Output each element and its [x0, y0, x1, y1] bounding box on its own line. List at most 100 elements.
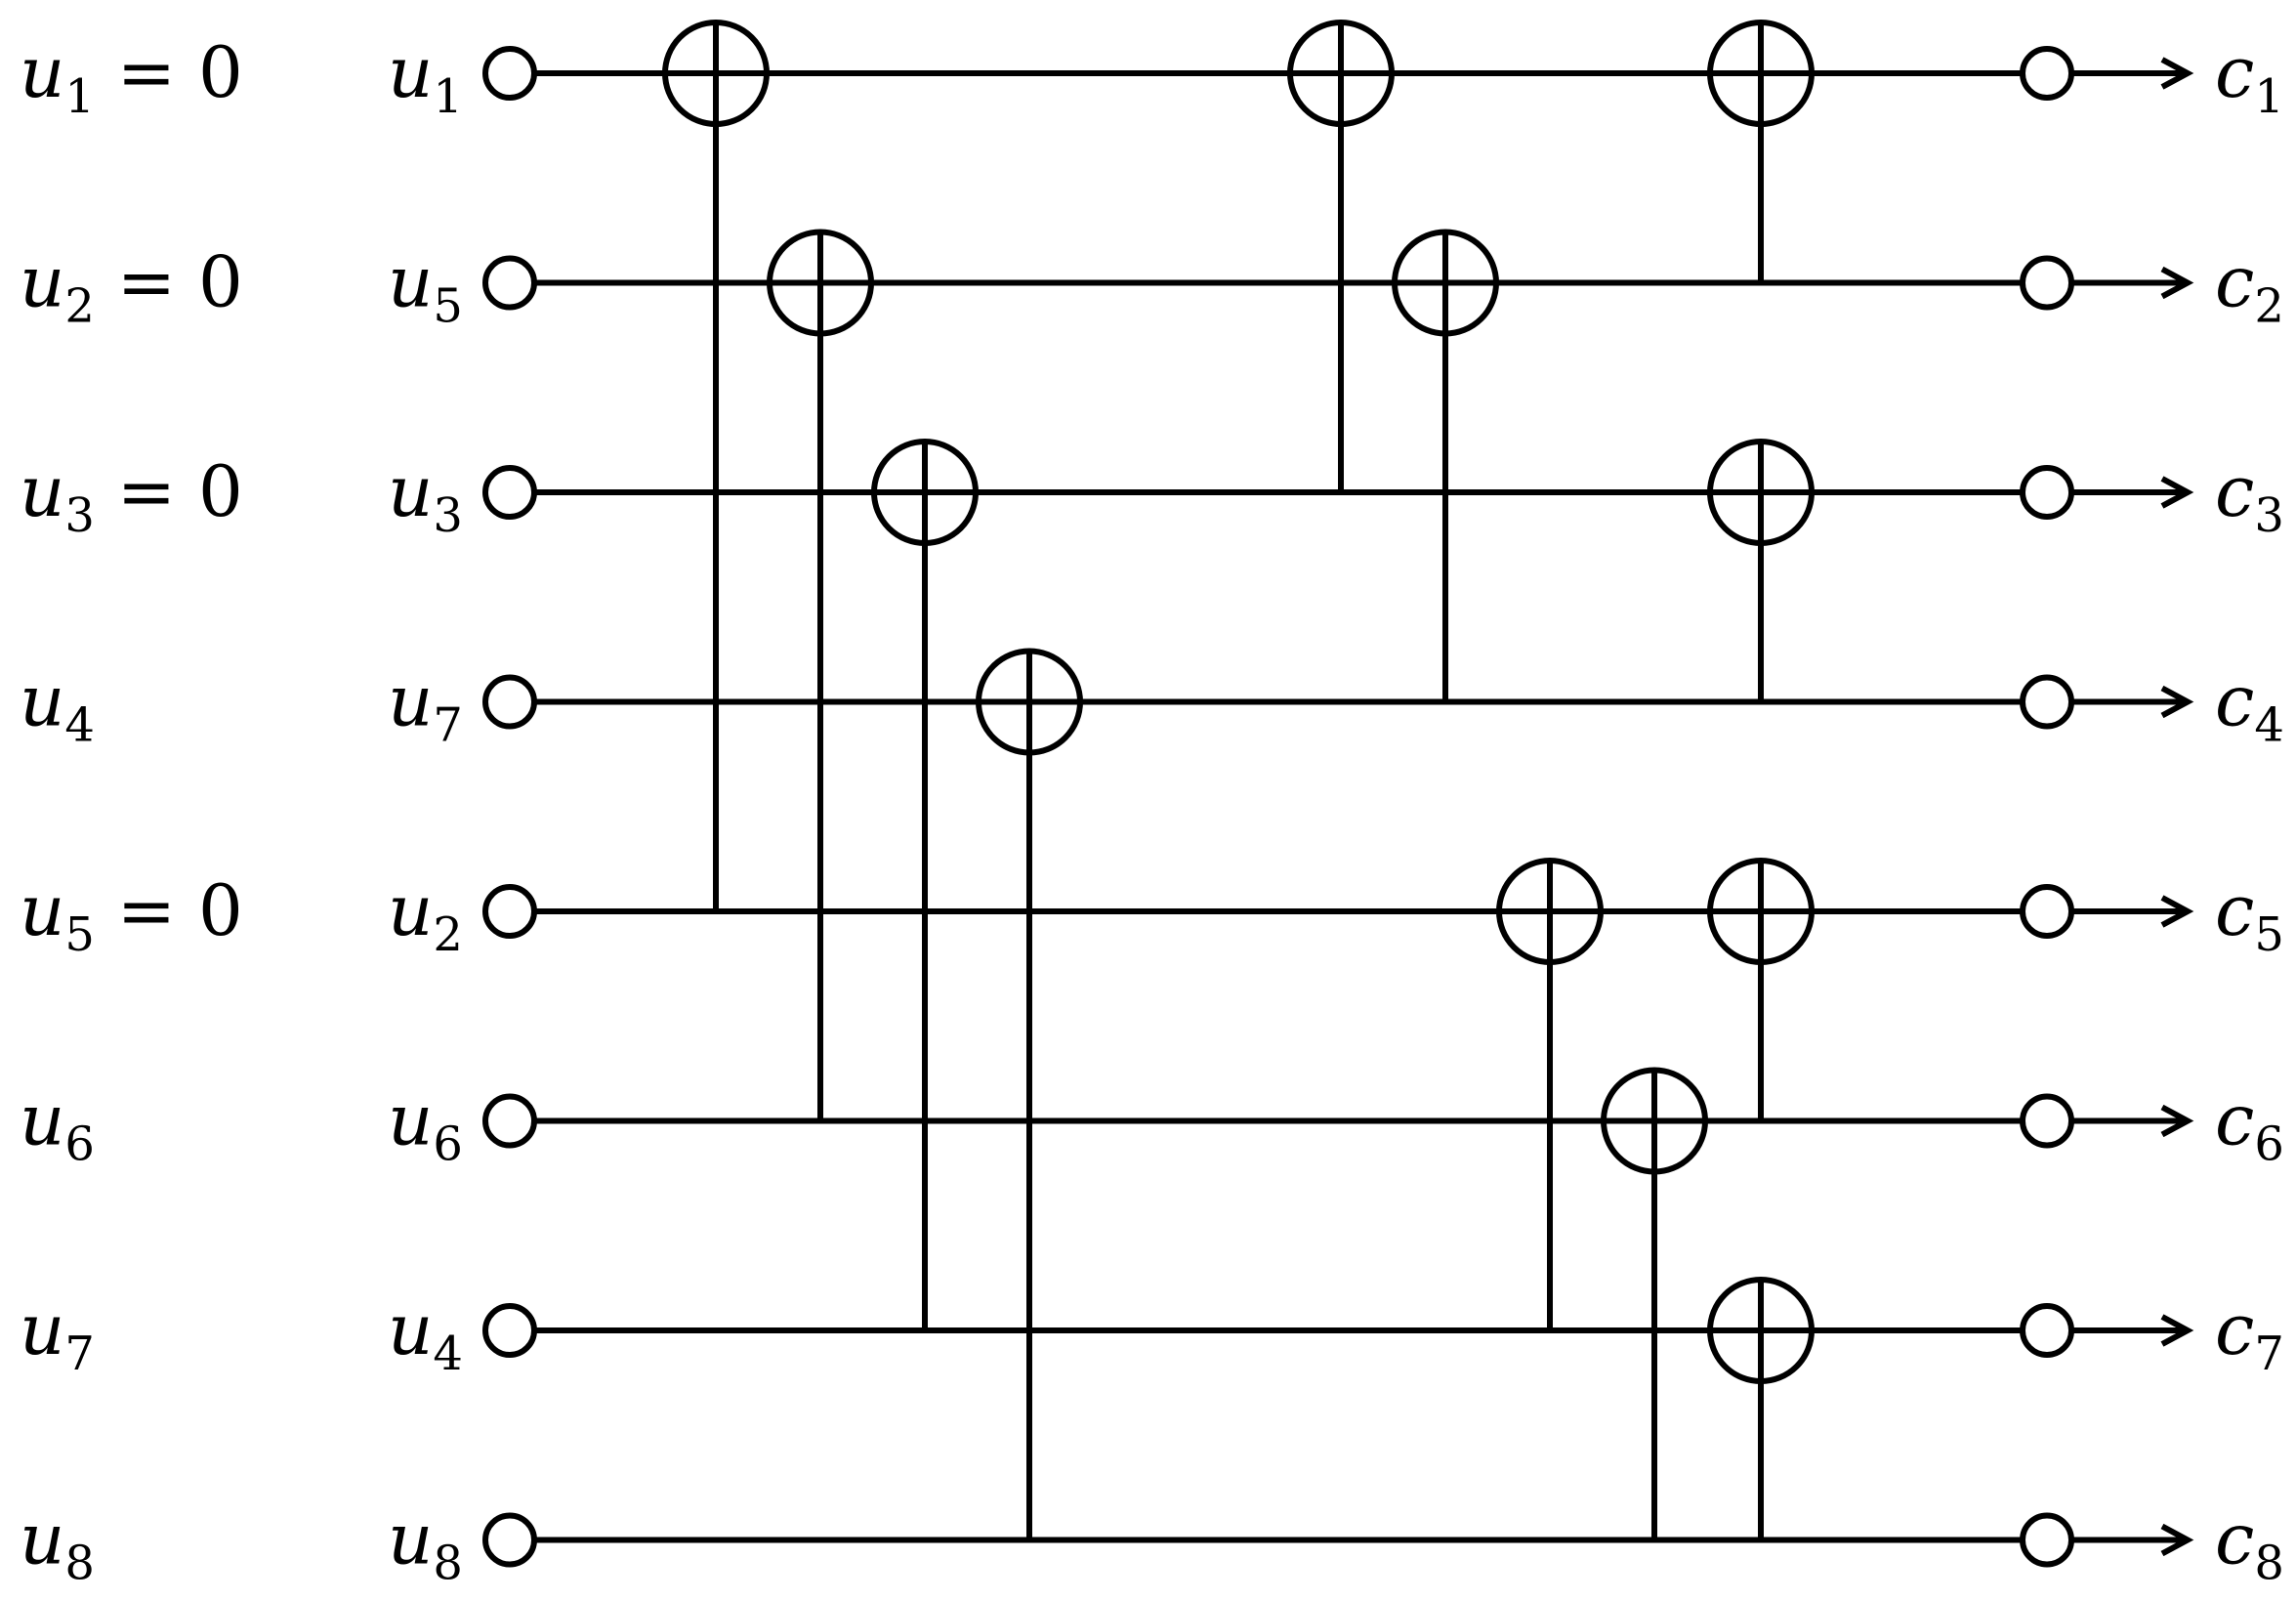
- arrow-head: [2160, 1104, 2194, 1138]
- original-bit-label-var: u: [20, 31, 64, 113]
- original-bit-label: u7: [20, 1288, 95, 1381]
- input-node: [482, 884, 537, 939]
- output-label-subscript: 8: [2254, 1537, 2284, 1591]
- node-layer: [482, 46, 2074, 1568]
- input-label: u7: [388, 660, 463, 753]
- input-node: [482, 255, 537, 311]
- input-label-var: u: [388, 1079, 433, 1161]
- original-bit-label-var: u: [20, 660, 64, 742]
- output-node: [2020, 674, 2074, 730]
- original-bit-label: u1 = 0: [20, 31, 243, 124]
- output-label-subscript: 3: [2254, 488, 2284, 543]
- input-node: [482, 1512, 537, 1568]
- original-bit-label-equals: = 0: [95, 241, 243, 323]
- output-label-var: c: [2215, 450, 2254, 532]
- output-label-subscript: 1: [2254, 69, 2284, 124]
- original-bit-label: u5 = 0: [20, 869, 243, 962]
- original-bit-label-var: u: [20, 869, 64, 951]
- input-node: [482, 1093, 537, 1149]
- original-bit-label-subscript: 8: [64, 1537, 95, 1591]
- output-label-subscript: 5: [2254, 907, 2284, 962]
- input-label: u8: [388, 1498, 463, 1591]
- arrow-head: [2160, 476, 2194, 509]
- output-node: [2020, 1093, 2074, 1149]
- output-label: c6: [2215, 1079, 2284, 1172]
- output-label-subscript: 7: [2254, 1327, 2284, 1381]
- output-node: [2020, 46, 2074, 101]
- input-label-var: u: [388, 869, 433, 951]
- original-bit-label-subscript: 6: [64, 1117, 95, 1172]
- input-label-subscript: 1: [433, 69, 463, 124]
- output-label: c5: [2215, 869, 2284, 962]
- input-label: u6: [388, 1079, 463, 1172]
- original-bit-label: u8: [20, 1498, 95, 1591]
- input-node: [482, 465, 537, 520]
- input-node: [482, 46, 537, 101]
- input-label-subscript: 4: [433, 1327, 463, 1381]
- output-label-subscript: 2: [2254, 279, 2284, 334]
- original-bit-label-subscript: 4: [64, 698, 95, 753]
- input-label-subscript: 3: [433, 488, 463, 543]
- arrow-head: [2160, 266, 2194, 300]
- output-node: [2020, 1512, 2074, 1568]
- original-bit-label-var: u: [20, 1498, 64, 1580]
- xor-gate-layer: [662, 20, 1815, 1384]
- original-bit-label-equals: = 0: [95, 450, 243, 532]
- input-node: [482, 1303, 537, 1358]
- arrow-head: [2160, 895, 2194, 928]
- input-label-subscript: 7: [433, 698, 463, 753]
- original-bit-label: u3 = 0: [20, 450, 243, 543]
- input-label-var: u: [388, 1288, 433, 1370]
- input-label-subscript: 5: [433, 279, 463, 334]
- input-label-subscript: 8: [433, 1537, 463, 1591]
- input-label-var: u: [388, 450, 433, 532]
- original-bit-label-subscript: 7: [64, 1327, 95, 1381]
- output-label: c4: [2215, 660, 2284, 753]
- output-label: c7: [2215, 1288, 2284, 1381]
- output-node: [2020, 884, 2074, 939]
- output-label: c8: [2215, 1498, 2284, 1591]
- output-label: c2: [2215, 241, 2284, 334]
- output-node: [2020, 255, 2074, 311]
- input-label-subscript: 2: [433, 907, 463, 962]
- input-label: u5: [388, 241, 463, 334]
- original-bit-label-var: u: [20, 241, 64, 323]
- original-bit-label-equals: = 0: [95, 31, 243, 113]
- output-node: [2020, 465, 2074, 520]
- original-bit-label-var: u: [20, 450, 64, 532]
- original-bit-label-subscript: 2: [64, 279, 95, 334]
- original-bit-label: u6: [20, 1079, 95, 1172]
- input-label: u1: [388, 31, 463, 124]
- input-label: u2: [388, 869, 463, 962]
- output-label-var: c: [2215, 1498, 2254, 1580]
- original-bit-label-subscript: 3: [64, 488, 95, 543]
- output-label: c3: [2215, 450, 2284, 543]
- arrow-head: [2160, 685, 2194, 719]
- output-label-var: c: [2215, 31, 2254, 113]
- original-bit-label-var: u: [20, 1079, 64, 1161]
- output-label-var: c: [2215, 241, 2254, 323]
- output-label-var: c: [2215, 1079, 2254, 1161]
- output-label-subscript: 6: [2254, 1117, 2284, 1172]
- output-label-var: c: [2215, 1288, 2254, 1370]
- original-bit-label-subscript: 1: [64, 69, 95, 124]
- original-bit-label-equals: = 0: [95, 869, 243, 951]
- input-label-var: u: [388, 241, 433, 323]
- original-bit-label-subscript: 5: [64, 907, 95, 962]
- wire-layer: [534, 57, 2194, 1557]
- input-label-var: u: [388, 660, 433, 742]
- original-bit-label-var: u: [20, 1288, 64, 1370]
- input-label-var: u: [388, 1498, 433, 1580]
- output-label: c1: [2215, 31, 2284, 124]
- output-label-subscript: 4: [2254, 698, 2284, 753]
- input-label-var: u: [388, 31, 433, 113]
- input-label-subscript: 6: [433, 1117, 463, 1172]
- arrow-head: [2160, 57, 2194, 90]
- output-label-var: c: [2215, 660, 2254, 742]
- original-bit-label: u2 = 0: [20, 241, 243, 334]
- original-bit-label: u4: [20, 660, 95, 753]
- input-label: u4: [388, 1288, 463, 1381]
- arrow-head: [2160, 1523, 2194, 1557]
- input-node: [482, 674, 537, 730]
